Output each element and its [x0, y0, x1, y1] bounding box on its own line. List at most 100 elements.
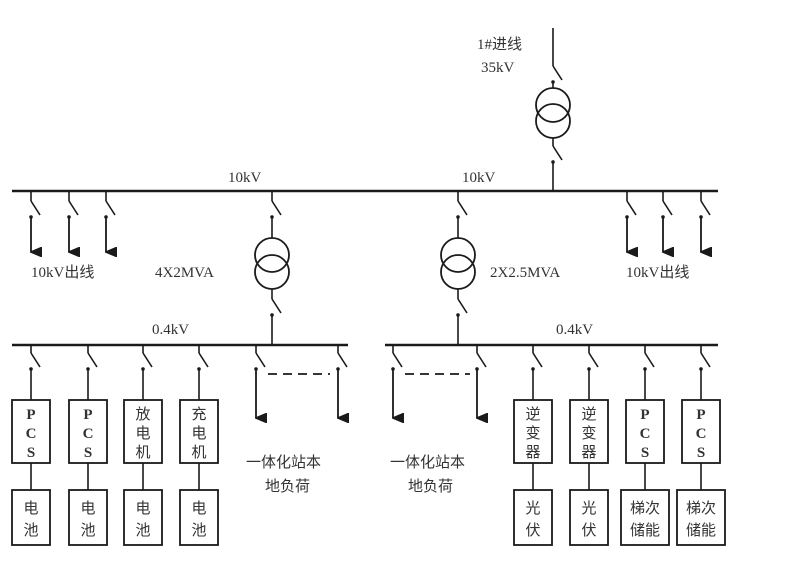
- right-unit-4-converter-label-char: S: [697, 445, 705, 461]
- load-left-last-switch-blade: [337, 352, 348, 368]
- right-unit-3-source-box: [620, 489, 670, 546]
- load-left-label-line2: 地负荷: [265, 478, 310, 495]
- right-unit-2-source-label-char: 光: [581, 500, 596, 517]
- transformer-left: [254, 191, 290, 345]
- left-unit-1-converter-label-char: P: [26, 407, 35, 423]
- left-unit-2-source-label-char: 电: [80, 500, 95, 517]
- right-unit-2-converter-label-char: 器: [581, 445, 596, 461]
- feeder-left-2-switch-blade: [68, 200, 79, 216]
- left-unit-2-source-label-char: 池: [80, 522, 95, 539]
- right-unit-3-converter-label-char: C: [640, 426, 651, 442]
- left-unit-3-converter-box: [123, 399, 163, 464]
- transformer-right-hv-switch-blade: [457, 200, 468, 216]
- left-unit-4-switch-blade: [198, 352, 209, 368]
- right-unit-2-source-label-char: 伏: [581, 522, 596, 539]
- left-unit-4-converter-label-char: 机: [191, 444, 206, 461]
- main-transformer-primary-winding: [535, 87, 571, 123]
- load-right-first-switch-blade: [392, 352, 403, 368]
- left-unit-3-source-label-char: 池: [135, 522, 150, 539]
- load-right-label-line1: 一体化站本: [390, 454, 465, 471]
- bus-04kv-left-label: 0.4kV: [152, 322, 189, 338]
- right-unit-3-converter-label-char: S: [641, 445, 649, 461]
- incoming-switch-blade: [552, 65, 563, 81]
- left-unit-4-converter-label-char: 电: [191, 425, 206, 442]
- feeder-right-2-switch-blade: [662, 200, 673, 216]
- left-unit-3-converter-label-char: 机: [135, 444, 150, 461]
- right-unit-3-switch-blade: [644, 352, 655, 368]
- left-unit-1-source-label-char: 池: [23, 522, 38, 539]
- left-unit-3-source-box: [123, 489, 163, 546]
- left-unit-1-source-box: [11, 489, 51, 546]
- left-unit-4-source-label-char: 电: [191, 500, 206, 517]
- transformer-left-rating: 4X2MVA: [155, 265, 214, 281]
- transformer-left-lv-switch-blade: [271, 298, 282, 314]
- right-unit-4-converter-label-char: C: [696, 426, 707, 442]
- right-unit-1-converter-box: [513, 399, 553, 464]
- right-unit-4-source-label-char: 储能: [686, 522, 716, 539]
- transformer-left-primary-winding: [254, 237, 290, 273]
- right-unit-1-converter-label-char: 器: [525, 445, 540, 461]
- right-unit-1-switch-blade: [532, 352, 543, 368]
- right-unit-4-source-label-char: 梯次: [686, 500, 716, 517]
- left-unit-2-source-box: [68, 489, 108, 546]
- load-right-last-switch-blade: [476, 352, 487, 368]
- transformer-right-lv-switch-blade: [457, 298, 468, 314]
- transformer-right-primary-winding: [440, 237, 476, 273]
- left-unit-2-switch-blade: [87, 352, 98, 368]
- incoming-line: [535, 28, 571, 191]
- right-unit-3-source-label-char: 储能: [630, 522, 660, 539]
- left-unit-4-converter-label-char: 充: [191, 406, 206, 423]
- transformer-right-rating: 2X2.5MVA: [490, 265, 560, 281]
- right-unit-1-source-label-char: 伏: [525, 522, 540, 539]
- right-unit-1-converter-label-char: 逆: [525, 406, 540, 423]
- left-unit-1-source-label-char: 电: [23, 500, 38, 517]
- right-unit-4-switch-blade: [700, 352, 711, 368]
- feeders-10kv-right-label: 10kV出线: [626, 264, 689, 281]
- load-left-label-line1: 一体化站本: [246, 454, 321, 471]
- left-unit-3-switch-blade: [142, 352, 153, 368]
- transformer-left-hv-switch-blade: [271, 200, 282, 216]
- left-unit-1-switch-blade: [30, 352, 41, 368]
- right-unit-2-converter-box: [569, 399, 609, 464]
- right-unit-4-converter-label-char: P: [696, 407, 705, 423]
- left-unit-3-source-label-char: 电: [135, 500, 150, 517]
- right-unit-4-converter-box: [681, 399, 721, 464]
- main-transformer-secondary-winding: [535, 103, 571, 139]
- right-unit-2-converter-label-char: 变: [581, 425, 596, 442]
- load-right-label-line2: 地负荷: [408, 478, 453, 495]
- left-unit-2-converter-label-char: P: [83, 407, 92, 423]
- bus-10kv-label-left: 10kV: [228, 170, 262, 186]
- right-unit-3-converter-label-char: P: [640, 407, 649, 423]
- feeders-10kv-left: [29, 191, 115, 252]
- right-unit-2-switch-blade: [588, 352, 599, 368]
- bus-10kv-label-right: 10kV: [462, 170, 496, 186]
- left-unit-1-converter-box: [11, 399, 51, 464]
- feeder-right-1-switch-blade: [626, 200, 637, 216]
- left-unit-2-converter-label-char: C: [83, 426, 94, 442]
- right-unit-1-source-box: [513, 489, 553, 546]
- load-left-first-switch-blade: [255, 352, 266, 368]
- right-unit-2-source-box: [569, 489, 609, 546]
- left-unit-2-converter-label-char: S: [84, 445, 92, 461]
- right-unit-2-converter-label-char: 逆: [581, 406, 596, 423]
- feeder-left-1-switch-blade: [30, 200, 41, 216]
- right-unit-1-converter-label-char: 变: [525, 425, 540, 442]
- feeders-10kv-left-label: 10kV出线: [31, 264, 94, 281]
- left-unit-1-converter-label-char: C: [26, 426, 37, 442]
- incoming-label-line1: 1#进线: [477, 36, 522, 53]
- incoming-label-line2: 35kV: [481, 60, 515, 76]
- left-unit-3-converter-label-char: 放: [135, 406, 150, 423]
- feeder-right-3-switch-blade: [700, 200, 711, 216]
- main-transformer-lv-switch-blade: [552, 145, 563, 161]
- left-unit-4-source-box: [179, 489, 219, 546]
- right-unit-3-source-label-char: 梯次: [630, 500, 660, 517]
- left-unit-4-source-label-char: 池: [191, 522, 206, 539]
- transformer-right: [440, 191, 476, 345]
- right-unit-4-source-box: [676, 489, 726, 546]
- feeders-10kv-right: [625, 191, 710, 252]
- feeder-left-3-switch-blade: [105, 200, 116, 216]
- left-unit-1-converter-label-char: S: [27, 445, 35, 461]
